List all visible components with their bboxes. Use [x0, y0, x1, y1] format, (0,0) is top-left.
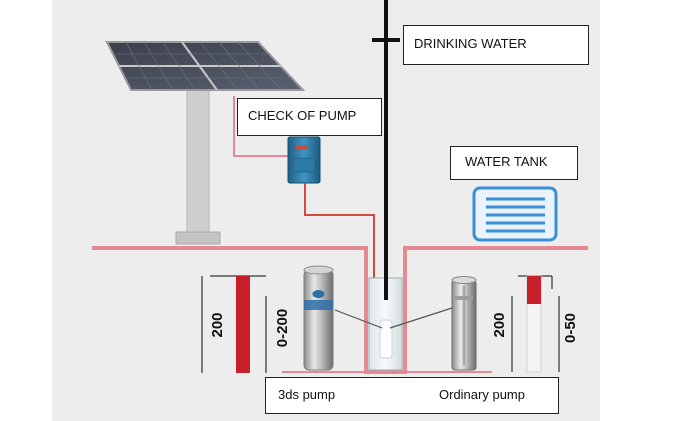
left-depth-label: 200 [209, 312, 226, 338]
left-range-label: 0-200 [274, 308, 291, 348]
check-of-pump-label: CHECK OF PUMP [237, 98, 382, 136]
ground-surface [92, 246, 588, 374]
panel-to-controller-wire [233, 96, 294, 157]
3ds-pump-icon [303, 265, 334, 371]
3ds-pump-pointer [334, 309, 383, 329]
ordinary-pump-icon [451, 276, 477, 371]
water-tank-icon [472, 186, 558, 242]
right-depth-indicator [511, 275, 560, 373]
solar-post [186, 87, 210, 239]
solar-panel-icon [105, 41, 306, 91]
ordinary-pump-label: Ordinary pump [439, 387, 525, 402]
ordinary-pump-pointer [389, 307, 453, 329]
pumps-label-box: 3ds pump Ordinary pump [265, 377, 559, 414]
right-range-label: 0-50 [562, 312, 579, 344]
controller-to-pump-wire [304, 183, 375, 306]
left-depth-indicator [201, 275, 267, 373]
well-pump-cartridge [379, 319, 393, 359]
water-tank-label: WATER TANK [450, 146, 578, 180]
drinking-water-label: DRINKING WATER [403, 25, 589, 65]
right-depth-label: 200 [491, 312, 508, 338]
3ds-pump-label: 3ds pump [278, 387, 336, 402]
controller-icon [287, 136, 321, 184]
solar-post-base [175, 231, 221, 245]
